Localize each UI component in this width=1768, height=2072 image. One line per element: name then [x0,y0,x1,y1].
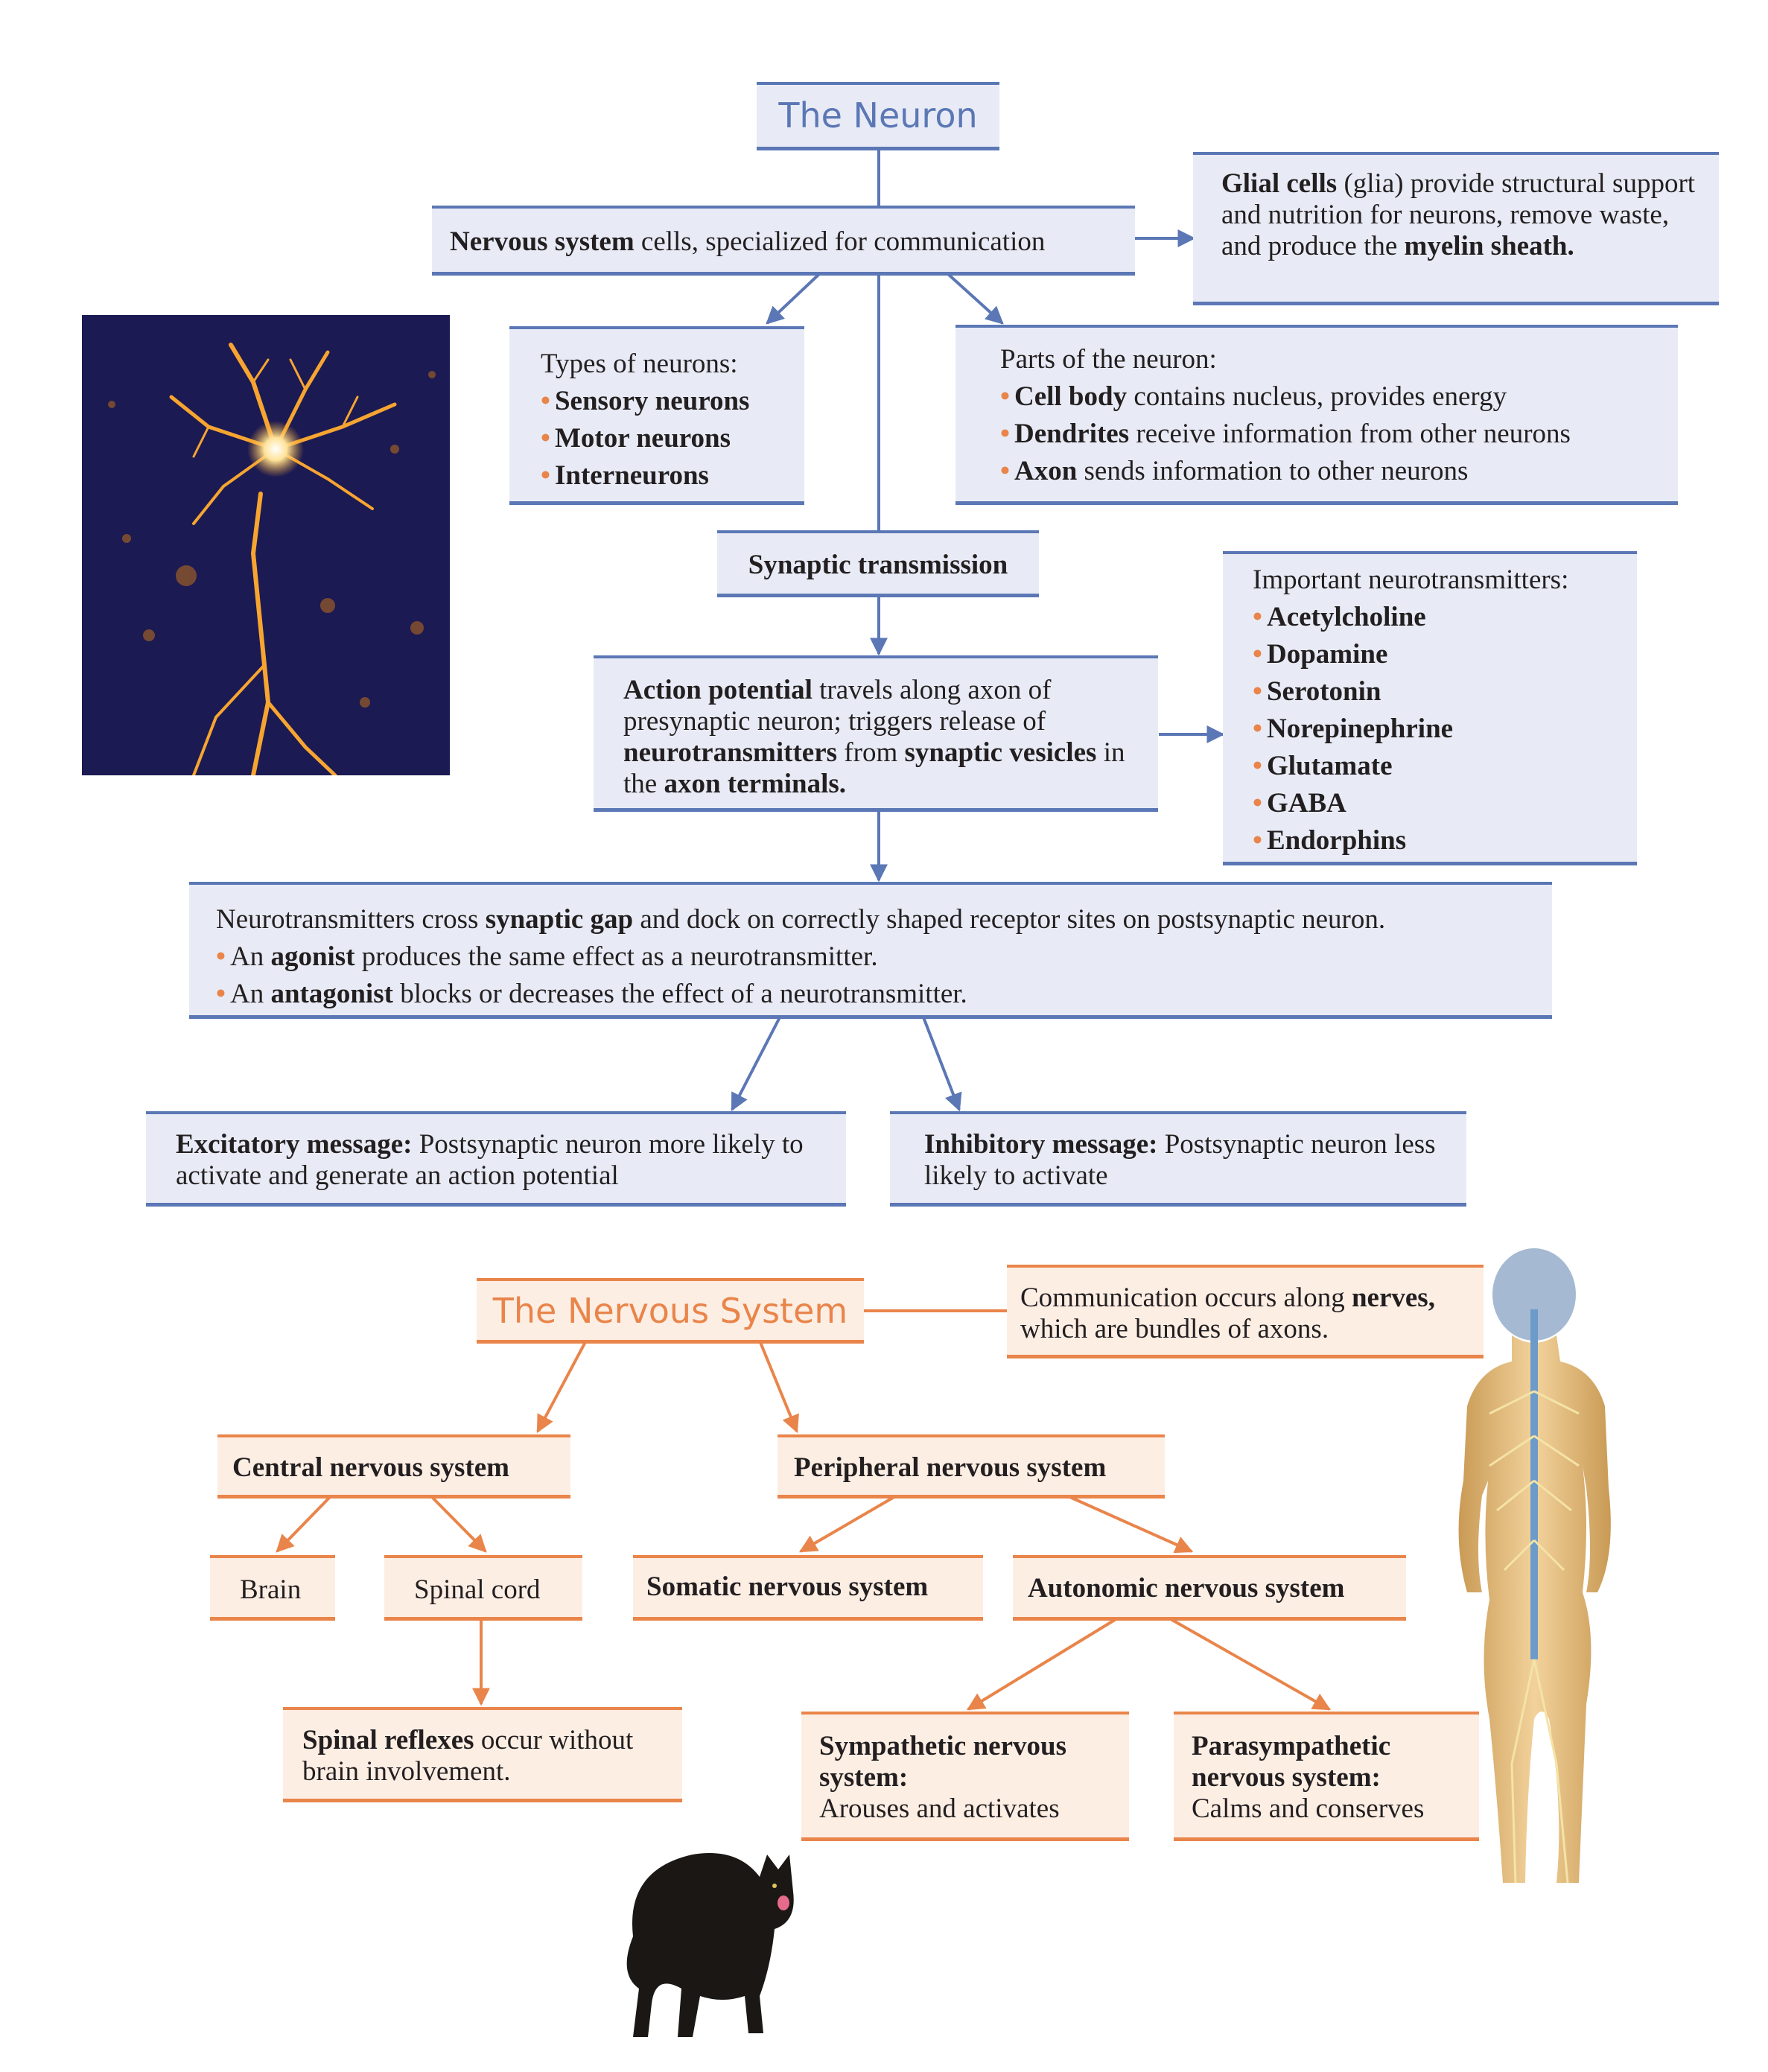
synaptic-transmission-box: Synaptic transmission [717,530,1039,597]
list-item: •Interneurons [541,460,709,491]
list-item: •Sensory neurons [541,386,750,416]
synaptic-gap-box: Neurotransmitters cross synaptic gap and… [189,882,1552,1019]
list-item: •An antagonist blocks or decreases the e… [216,979,967,1009]
list-item: •Dendrites receive information from othe… [1000,419,1571,449]
arrow-to-somatic [798,1494,898,1553]
arrow-to-sympathetic [966,1615,1122,1711]
arrow-to-brain [276,1494,333,1553]
bullet-icon: • [541,423,550,454]
neuron-photo [82,315,450,775]
neurotransmitter-list: •Acetylcholine •Dopamine •Serotonin •Nor… [1253,599,1637,859]
arrow-to-spinal [429,1494,487,1553]
glial-box: Glial cells (glia) provide structural su… [1193,152,1719,305]
bullet-icon: • [1253,825,1262,856]
arrow-to-autonomic [1066,1494,1194,1554]
types-of-neurons-box: Types of neurons: •Sensory neurons •Moto… [509,326,804,505]
bullet-icon: • [1253,751,1262,781]
list-item: •An agonist produces the same effect as … [216,941,878,972]
excitatory-box: Excitatory message: Postsynaptic neuron … [146,1111,846,1207]
action-potential-box: Action potential travels along axon of p… [594,655,1158,812]
somatic-box: Somatic nervous system [633,1555,983,1621]
parasympathetic-box: Parasympathetic nervous system: Calms an… [1174,1712,1479,1841]
frightened-cat-figure [626,1853,794,2037]
bullet-icon: • [1000,381,1010,412]
autonomic-box: Autonomic nervous system [1013,1555,1406,1621]
arrow-to-excitatory [731,1017,781,1112]
bullet-icon: • [216,979,226,1009]
spinal-reflexes-box: Spinal reflexes occur without brain invo… [283,1707,682,1802]
bullet-icon: • [541,460,550,491]
list-item: •Acetylcholine [1253,602,1426,632]
arrow-to-inhibitory [922,1017,962,1112]
bullet-icon: • [1253,676,1262,707]
list-item: •Glutamate [1253,751,1393,781]
arrow-to-parasympathetic [1165,1615,1332,1711]
list-item: •Endorphins [1253,825,1407,856]
nerves-box: Communication occurs along nerves, which… [1007,1265,1484,1358]
arrow-to-cns [536,1340,588,1434]
arrow-to-parts [947,273,1004,325]
neuron-parts-list: •Cell body contains nucleus, provides en… [1000,378,1678,490]
arrow-to-pns [758,1340,799,1434]
list-item: •Norepinephrine [1253,714,1454,744]
neurotransmitters-box: Important neurotransmitters: •Acetylchol… [1223,551,1637,865]
nervous-cells-box: Nervous system cells, specialized for co… [432,206,1135,276]
bullet-icon: • [216,941,226,972]
bullet-icon: • [1253,602,1262,632]
bullet-icon: • [1253,714,1262,744]
bullet-icon: • [541,386,550,416]
nervous-system-title: The Nervous System [477,1278,864,1344]
brain-box: Brain [210,1555,335,1621]
bullet-icon: • [1253,639,1262,670]
sympathetic-box: Sympathetic nervous system: Arouses and … [801,1712,1129,1841]
spinal-cord-box: Spinal cord [384,1555,582,1621]
bullet-icon: • [1253,788,1262,819]
arrow-to-types [766,273,821,325]
bullet-icon: • [1000,456,1010,486]
list-item: •Serotonin [1253,676,1381,707]
pns-box: Peripheral nervous system [778,1434,1165,1499]
list-item: •Cell body contains nucleus, provides en… [1000,381,1507,412]
inhibitory-box: Inhibitory message: Postsynaptic neuron … [890,1111,1466,1207]
bullet-icon: • [1000,419,1010,449]
list-item: •Motor neurons [541,423,731,454]
parts-of-neuron-box: Parts of the neuron: •Cell body contains… [955,325,1678,505]
list-item: •Axon sends information to other neurons [1000,456,1469,486]
human-nervous-system-figure [1458,1248,1611,1884]
neuron-title: The Neuron [757,82,999,150]
cns-box: Central nervous system [217,1434,570,1499]
neuron-types-list: •Sensory neurons •Motor neurons •Interne… [541,383,804,495]
list-item: •GABA [1253,788,1346,819]
list-item: •Dopamine [1253,639,1388,670]
